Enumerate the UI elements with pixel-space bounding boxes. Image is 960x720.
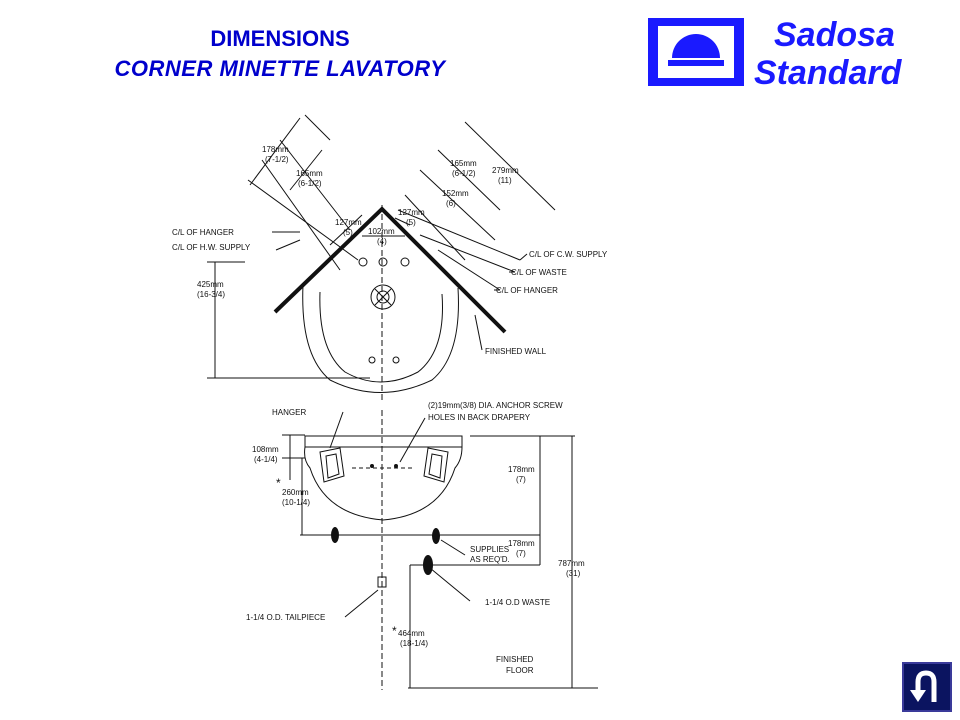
dimension-label-d464-in: (18-1/4) bbox=[400, 639, 428, 648]
dimension-label-cl-waste: C/L OF WASTE bbox=[511, 268, 567, 277]
dimension-label-d152: 152mm bbox=[442, 189, 469, 198]
dimension-label-d178a-in: (7) bbox=[516, 475, 526, 484]
dimension-label-d178b-in: (7) bbox=[516, 549, 526, 558]
dimension-label-d165l: 165mm bbox=[296, 169, 323, 178]
dimension-label-d102-in: (4) bbox=[377, 237, 387, 246]
dimension-label-floor2: FLOOR bbox=[506, 666, 534, 675]
dimension-label-star1: * bbox=[276, 476, 281, 490]
svg-text:Standard: Standard bbox=[754, 54, 903, 92]
dimension-label-cl-hanger-r: C/L OF HANGER bbox=[496, 286, 558, 295]
dimension-label-d127r-in: (5) bbox=[406, 218, 416, 227]
dimension-label-d108-in: (4-1/4) bbox=[254, 455, 278, 464]
svg-text:Sadosa: Sadosa bbox=[774, 16, 895, 54]
dimension-label-d787-in: (31) bbox=[566, 569, 581, 578]
dimension-label-d178: 178mm bbox=[262, 145, 289, 154]
page-title: DIMENSIONS bbox=[210, 26, 350, 51]
dimension-label-d279: 279mm bbox=[492, 166, 519, 175]
dimension-label-d178b: 178mm bbox=[508, 539, 535, 548]
dimension-label-d787: 787mm bbox=[558, 559, 585, 568]
dimension-label-d165l-in: (6-1/2) bbox=[298, 179, 322, 188]
dimension-label-d178a: 178mm bbox=[508, 465, 535, 474]
dimension-label-waste: 1-1/4 O.D WASTE bbox=[485, 598, 550, 607]
dimension-label-floor1: FINISHED bbox=[496, 655, 534, 664]
dimension-label-cl-hanger-l: C/L OF HANGER bbox=[172, 228, 234, 237]
dimension-label-d178-in: (7-1/2) bbox=[265, 155, 289, 164]
dimension-label-d464: 464mm bbox=[398, 629, 425, 638]
dimension-label-d152-in: (6) bbox=[446, 199, 456, 208]
dimension-label-finished-wall: FINISHED WALL bbox=[485, 347, 547, 356]
dimension-label-supplies2: AS REQ'D. bbox=[470, 555, 510, 564]
dimension-label-d102: 102mm bbox=[368, 227, 395, 236]
back-nav-button[interactable] bbox=[902, 662, 952, 712]
dimension-label-d425: 425mm bbox=[197, 280, 224, 289]
dimension-label-d108: 108mm bbox=[252, 445, 279, 454]
dimension-label-d127l-in: (5) bbox=[343, 228, 353, 237]
dimension-label-d165r: 165mm bbox=[450, 159, 477, 168]
dimension-label-cl-cw: C/L OF C.W. SUPPLY bbox=[529, 250, 608, 259]
dimension-label-d127r: 127mm bbox=[398, 208, 425, 217]
dimension-label-d260-in: (10-1/4) bbox=[282, 498, 310, 507]
dimension-label-cl-hw: C/L OF H.W. SUPPLY bbox=[172, 243, 251, 252]
dimension-label-star2: * bbox=[392, 624, 397, 638]
dimension-label-d279-in: (11) bbox=[498, 176, 512, 185]
dimension-label-d260: 260mm bbox=[282, 488, 309, 497]
dimension-label-hanger: HANGER bbox=[272, 408, 306, 417]
dimension-label-d127l: 127mm bbox=[335, 218, 362, 227]
dimension-label-anchor1: (2)19mm(3/8) DIA. ANCHOR SCREW bbox=[428, 401, 563, 410]
sadosa-standard-logo: Sadosa Standard bbox=[632, 12, 937, 92]
dimension-label-supplies1: SUPPLIES bbox=[470, 545, 509, 554]
dimension-label-d165r-in: (6-1/2) bbox=[452, 169, 476, 178]
page-subtitle: CORNER MINETTE LAVATORY bbox=[114, 56, 446, 81]
dimension-label-tailpiece: 1-1/4 O.D. TAILPIECE bbox=[246, 613, 325, 622]
u-turn-back-icon bbox=[910, 670, 937, 702]
dimension-label-d425-in: (16-3/4) bbox=[197, 290, 225, 299]
dimension-label-anchor2: HOLES IN BACK DRAPERY bbox=[428, 413, 531, 422]
